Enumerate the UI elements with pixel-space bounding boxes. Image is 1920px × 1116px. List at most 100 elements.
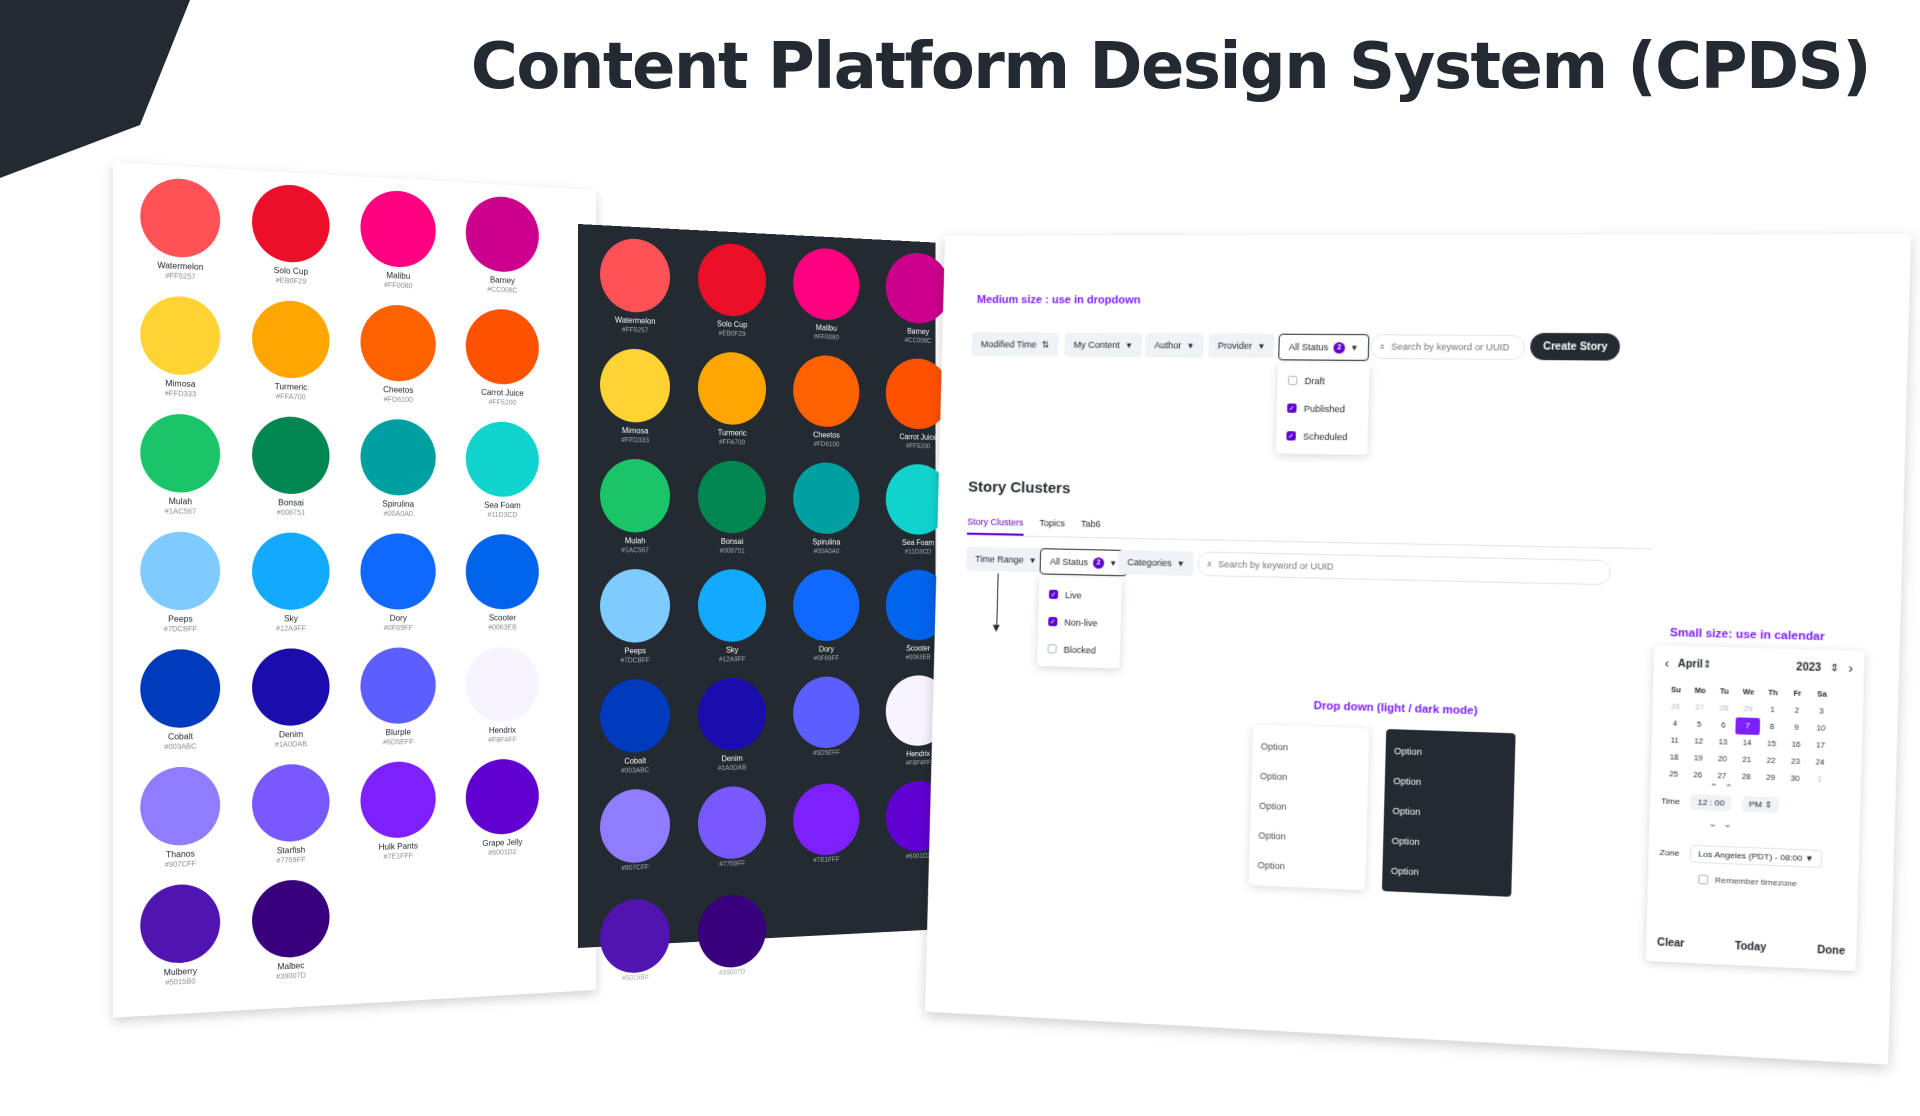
dark-option-item[interactable]: Option: [1393, 745, 1423, 757]
remember-timezone-checkbox[interactable]: [1698, 874, 1709, 885]
day-cell[interactable]: 15: [1767, 740, 1777, 748]
draft-checkbox[interactable]: [1287, 375, 1298, 386]
arrow-down-icon: ▼: [990, 620, 1003, 635]
cluster-option-live[interactable]: ✓ Live: [1039, 580, 1122, 609]
day-cell[interactable]: 18: [1669, 753, 1679, 762]
time-range-filter[interactable]: Time Range ▼: [965, 546, 1046, 573]
swatch-name: Mulah: [168, 496, 193, 507]
cluster-status-filter[interactable]: All Status 2 ▼: [1039, 548, 1128, 577]
day-cell[interactable]: 20: [1718, 755, 1727, 764]
live-checkbox[interactable]: ✓: [1048, 589, 1059, 600]
zone-select[interactable]: Los Angeles (PDT) - 08:00 ▼: [1690, 844, 1822, 869]
day-cell[interactable]: 26: [1671, 703, 1680, 711]
tab-tab6[interactable]: Tab6: [1080, 518, 1101, 530]
meridiem-select[interactable]: PM ⇕: [1741, 795, 1779, 814]
caret-down-icon: ▼: [1350, 342, 1359, 353]
status-option-scheduled[interactable]: ✓ Scheduled: [1276, 422, 1368, 451]
day-cell[interactable]: 26: [1693, 771, 1703, 780]
day-cell[interactable]: 1: [1817, 775, 1822, 784]
categories-filter[interactable]: Categories ▼: [1117, 549, 1195, 576]
color-dot: [697, 351, 767, 426]
color-dot: [140, 413, 221, 494]
cluster-search-input[interactable]: [1218, 559, 1601, 578]
dark-swatch-malibu: Malibu#FF0080: [780, 246, 873, 346]
day-cell[interactable]: 4: [1672, 720, 1678, 728]
my-content-filter[interactable]: My Content ▼: [1064, 332, 1143, 358]
day-cell[interactable]: 12: [1694, 737, 1704, 746]
day-cell[interactable]: 28: [1719, 704, 1729, 713]
day-cell[interactable]: 2: [1794, 706, 1800, 715]
chevron-right-icon[interactable]: ›: [1848, 661, 1854, 677]
create-story-button[interactable]: Create Story: [1529, 332, 1621, 361]
modified-time-filter[interactable]: Modified Time ⇅: [971, 332, 1059, 357]
day-cell[interactable]: 17: [1816, 741, 1826, 750]
month-select[interactable]: April: [1677, 657, 1703, 671]
chevron-left-icon[interactable]: ‹: [1664, 656, 1670, 671]
content-search-input[interactable]: [1391, 341, 1516, 353]
remember-timezone-row[interactable]: Remember timezone: [1698, 874, 1797, 888]
light-option-item[interactable]: Option: [1258, 800, 1287, 812]
day-cell[interactable]: 5: [1696, 720, 1702, 729]
light-option-item[interactable]: Option: [1258, 829, 1286, 842]
swatch-name: Barney: [907, 326, 930, 337]
cluster-search-field[interactable]: ⌕: [1197, 551, 1611, 586]
day-cell[interactable]: 14: [1742, 739, 1752, 747]
day-cell[interactable]: 8: [1769, 723, 1775, 731]
day-cell[interactable]: 16: [1791, 740, 1801, 749]
day-cell[interactable]: 30: [1790, 774, 1800, 783]
swatch-name: Hendrix: [906, 749, 931, 759]
day-cell[interactable]: 3: [1819, 707, 1824, 716]
scheduled-checkbox[interactable]: ✓: [1286, 431, 1296, 441]
light-option-item[interactable]: Option: [1260, 740, 1289, 752]
day-cell[interactable]: 6: [1721, 721, 1726, 730]
medium-size-note: Medium size : use in dropdown: [976, 293, 1141, 307]
time-decrement-icons[interactable]: ⌄⌄: [1708, 817, 1739, 830]
day-cell[interactable]: 10: [1816, 724, 1826, 733]
day-cell[interactable]: 1: [1770, 706, 1775, 714]
day-cell[interactable]: 9: [1794, 723, 1799, 732]
search-icon: ⌕: [1206, 558, 1213, 569]
selected-day-cell[interactable]: 7: [1735, 717, 1761, 736]
cluster-option-blocked[interactable]: Blocked: [1037, 635, 1120, 665]
dark-option-item[interactable]: Option: [1390, 865, 1419, 877]
day-cell[interactable]: 29: [1766, 774, 1776, 782]
day-cell[interactable]: 23: [1791, 757, 1801, 766]
non-live-checkbox[interactable]: ✓: [1048, 616, 1058, 627]
cluster-option-non-live[interactable]: ✓ Non-live: [1038, 608, 1121, 637]
day-cell[interactable]: 29: [1743, 705, 1753, 714]
day-cell[interactable]: 11: [1670, 736, 1679, 745]
tab-topics[interactable]: Topics: [1039, 517, 1066, 529]
day-cell[interactable]: 19: [1693, 754, 1703, 763]
author-filter[interactable]: Author ▼: [1144, 332, 1205, 358]
day-cell[interactable]: 27: [1695, 703, 1705, 712]
blocked-checkbox[interactable]: [1047, 644, 1057, 654]
published-checkbox[interactable]: ✓: [1287, 403, 1297, 413]
day-cell[interactable]: 25: [1669, 770, 1679, 779]
status-option-draft[interactable]: Draft: [1277, 366, 1369, 395]
tab-story-clusters[interactable]: Story Clusters: [966, 516, 1024, 536]
color-dot: [465, 307, 539, 386]
light-option-item[interactable]: Option: [1259, 770, 1288, 782]
year-select[interactable]: 2023: [1796, 661, 1822, 674]
status-option-published[interactable]: ✓ Published: [1276, 394, 1368, 423]
swatch-name: Carrot Juice: [899, 432, 937, 442]
year-stepper-icon[interactable]: ⇕: [1829, 662, 1840, 675]
all-status-label: All Status: [1288, 341, 1329, 353]
today-button[interactable]: Today: [1734, 940, 1767, 954]
day-cell[interactable]: 24: [1815, 758, 1825, 767]
clear-button[interactable]: Clear: [1656, 937, 1685, 950]
light-swatch-dory: Dory#0F69FF: [345, 533, 451, 637]
day-cell[interactable]: 21: [1742, 756, 1752, 764]
time-increment-icons[interactable]: ⌃⌃: [1709, 782, 1740, 794]
day-cell[interactable]: 13: [1718, 738, 1728, 747]
swatch-name: Turmeric: [274, 381, 308, 393]
all-status-filter[interactable]: All Status 2 ▼: [1278, 333, 1370, 361]
light-option-item[interactable]: Option: [1257, 859, 1286, 871]
day-cell[interactable]: 22: [1766, 757, 1776, 765]
time-input[interactable]: 12 : 00: [1690, 794, 1732, 812]
provider-filter[interactable]: Provider ▼: [1208, 333, 1276, 359]
dark-option-item[interactable]: Option: [1393, 775, 1422, 787]
done-button[interactable]: Done: [1816, 944, 1846, 958]
content-search-field[interactable]: ⌕: [1369, 334, 1526, 360]
month-stepper-icon[interactable]: ⇕: [1702, 658, 1713, 671]
